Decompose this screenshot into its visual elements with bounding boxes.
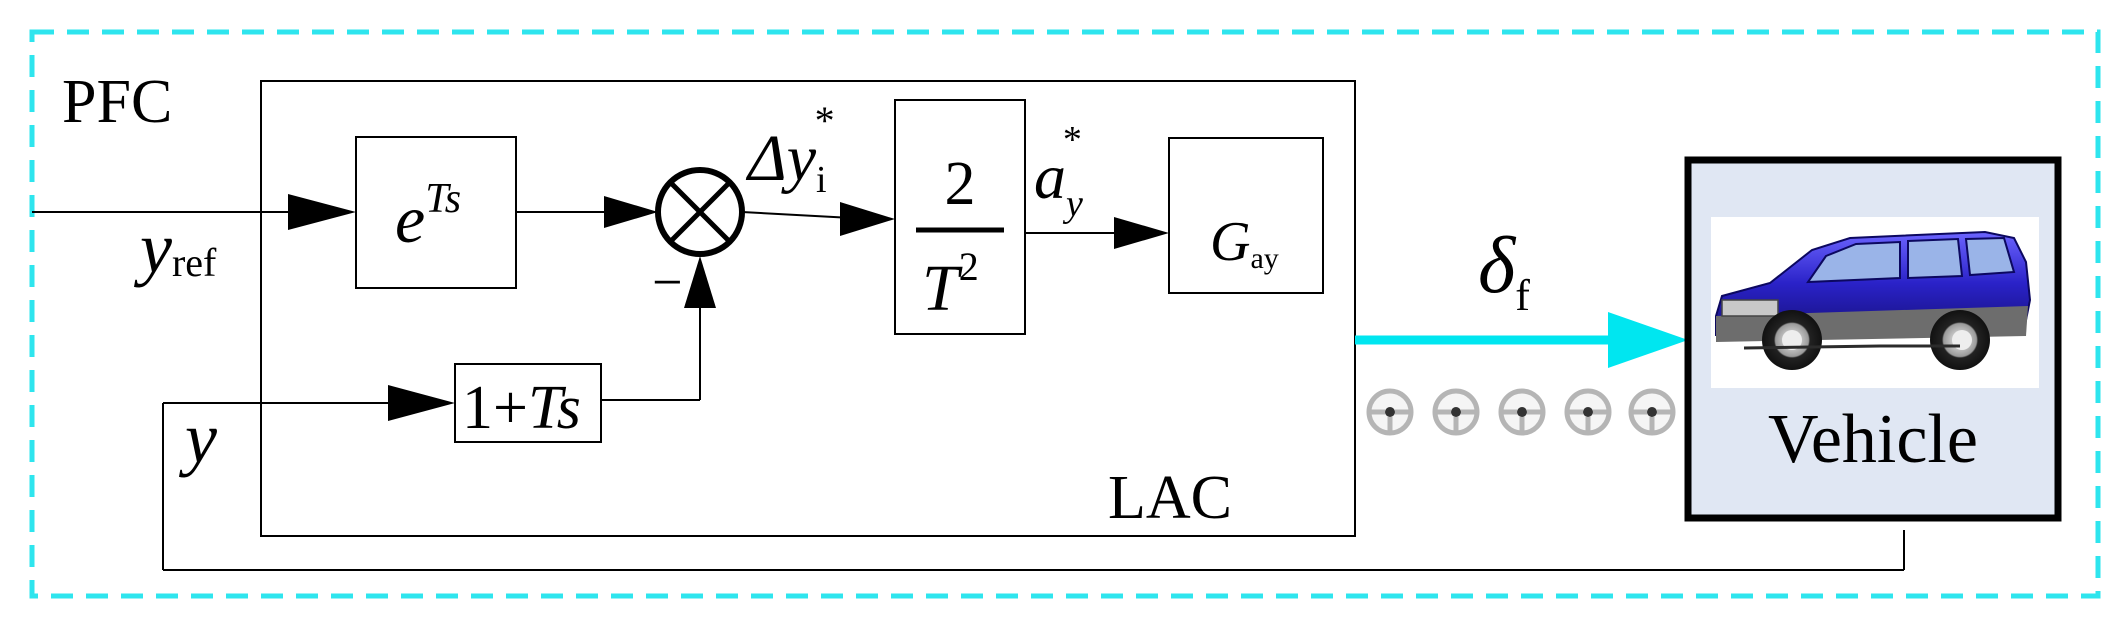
vehicle-label: Vehicle [1768, 401, 1978, 478]
prediction-block-label: eTs [395, 176, 461, 257]
y-feedback-label: y [178, 398, 217, 478]
ay-label: ay* [1034, 119, 1083, 225]
lac-label: LAC [1108, 464, 1232, 532]
steering-wheel-icon [1628, 388, 1676, 436]
steering-wheel-icon [1564, 388, 1612, 436]
pfc-label: PFC [62, 68, 172, 136]
feedback-block [454, 363, 602, 443]
feedback-block-label: 1+Ts [462, 374, 581, 442]
yref-label: yref [133, 208, 217, 288]
car-icon [1715, 230, 2032, 370]
controller-block [1168, 137, 1324, 294]
prediction-block [355, 136, 517, 289]
sum-to-gain-arrow [840, 202, 895, 236]
lac-frame [260, 80, 1356, 537]
minus-sign: − [652, 252, 682, 312]
delta-f-label: δf [1478, 222, 1530, 320]
yref-arrow [288, 194, 356, 230]
delta-y-label: Δyi* [745, 98, 835, 201]
gain-block [894, 99, 1026, 335]
feedback-to-sum-arrow [684, 256, 716, 308]
steering-wheel-icons [1366, 388, 1676, 436]
sum-to-gain-line [741, 211, 853, 219]
summing-junction-cross-b [668, 180, 732, 244]
pfc-frame [29, 29, 2101, 599]
gain-denominator: T2 [922, 244, 979, 325]
gain-to-controller-arrow [1114, 217, 1169, 249]
control-output-arrow [1608, 312, 1688, 368]
prediction-to-sum-arrow [604, 196, 658, 228]
steering-wheel-icon [1432, 388, 1480, 436]
steering-wheel-icon [1366, 388, 1414, 436]
gain-numerator: 2 [945, 150, 976, 218]
controller-block-label: Gay [1210, 211, 1279, 275]
feedback-arrow [388, 385, 455, 421]
steering-wheel-icon [1498, 388, 1546, 436]
